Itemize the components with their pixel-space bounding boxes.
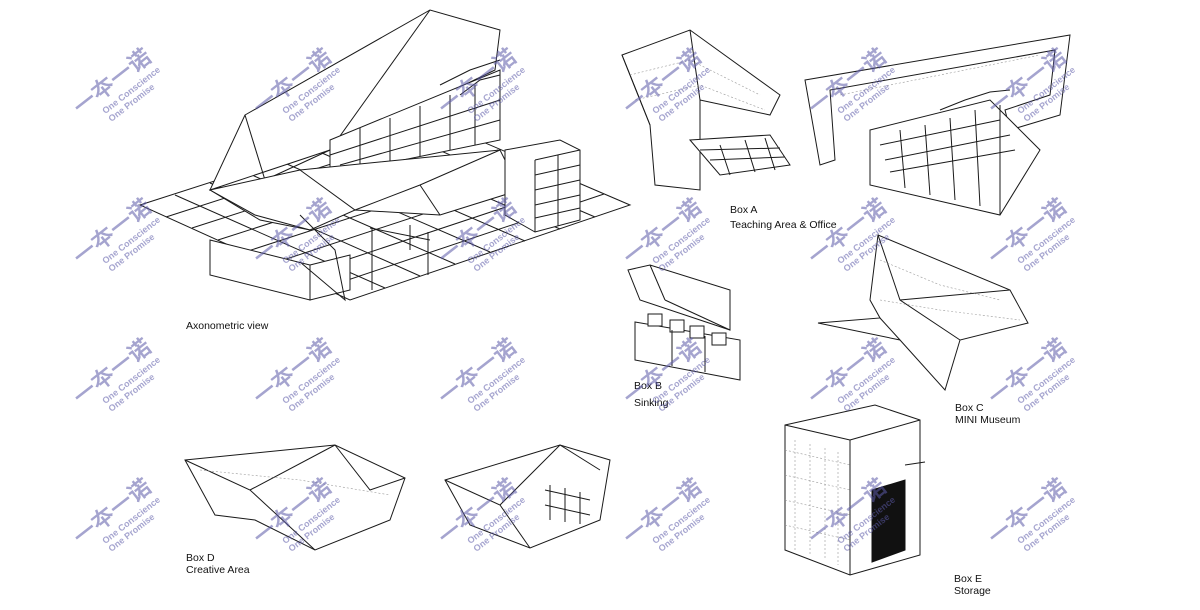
caption-box-c-sub: MINI Museum [955,414,1021,426]
box-b-drawing [627,264,741,381]
box-a-drawing [621,29,791,191]
caption-box-e-title: Box E [954,573,983,585]
box-a-drawer-blocks [869,89,1041,216]
caption-box-b-title: Box B [634,380,663,392]
caption-box-b-sub: Sinking [634,397,669,409]
caption-box-d-title: Box D [186,552,215,564]
box-a-stair [688,134,791,176]
drawer-stair [329,59,501,176]
caption-box-e-sub: Storage [954,585,991,597]
box-e-dark-panel [871,479,906,563]
box-d-shelves [544,485,591,524]
caption-box-d-sub: Creative Area [186,564,250,576]
caption-box-c-title: Box C [955,402,984,414]
box-d-drawing [184,444,611,551]
caption-box-a-sub: Teaching Area & Office [730,219,837,231]
axonometric-view-drawing [138,9,632,302]
box-c-drawing [817,234,1029,391]
storage-stack [504,139,581,233]
caption-axonometric: Axonometric view [186,320,269,332]
box-e-drawing [784,404,926,576]
box-a-frame-drawing [804,34,1071,216]
caption-box-a-title: Box A [730,204,758,216]
